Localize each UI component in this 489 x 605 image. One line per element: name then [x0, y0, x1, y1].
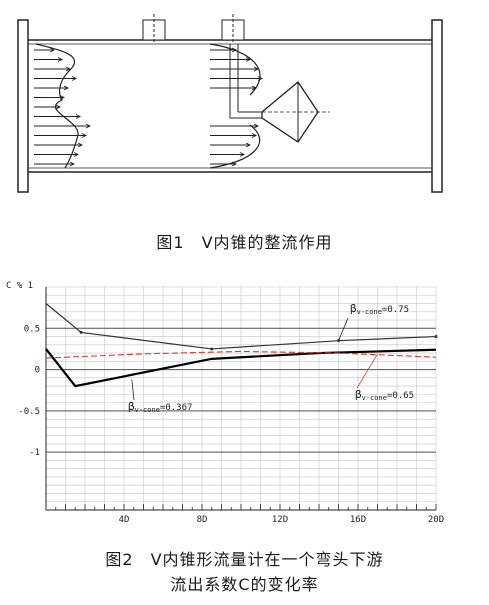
- inlet-velocity-arrows: [34, 47, 92, 167]
- outlet-velocity-arrows: [210, 47, 264, 167]
- left-flange: [17, 19, 29, 193]
- x-tick-label: 4D: [119, 515, 130, 525]
- discharge-coefficient-chart: C % 1 4D 8D 12D 16D 20D 0.5 0 -0.5 -1 βv-cone=0.…: [6, 281, 444, 525]
- chart-annotations: βv-cone=0.75 βv-cone=0.367 βv-cone=0.65: [128, 302, 414, 414]
- data-point: [210, 347, 214, 351]
- conditioned-profile: [209, 43, 261, 169]
- chart-axes: [45, 287, 437, 511]
- data-point: [434, 335, 438, 339]
- series-annotation: βv-cone=0.367: [128, 400, 192, 414]
- chart-tick-labels: 4D 8D 12D 16D 20D 0.5 0 -0.5 -1: [18, 324, 444, 525]
- figure1-caption: 图1 V内锥的整流作用: [156, 233, 333, 252]
- series-line-2: [45, 348, 437, 388]
- figure2-caption-line2: 流出系数C的变化率: [170, 575, 319, 594]
- figure2-caption-line1: 图2 V内锥形流量计在一个弯头下游: [105, 550, 384, 569]
- x-tick-label: 12D: [272, 515, 288, 525]
- annotation-leader: [131, 379, 135, 401]
- v-cone-flow-conditioning-diagram: [17, 14, 443, 193]
- chart-series: [45, 303, 438, 388]
- series-line-3: [45, 350, 437, 359]
- annotation-leader: [338, 317, 349, 341]
- y-tick-label: 0: [35, 366, 40, 376]
- y-tick-label: 0.5: [24, 324, 40, 334]
- x-tick-label: 20D: [428, 515, 444, 525]
- series-annotation: βv-cone=0.75: [350, 302, 409, 316]
- y-axis-label: C % 1: [6, 281, 33, 291]
- right-flange: [431, 19, 443, 193]
- annotation-leader: [356, 353, 378, 389]
- x-tick-label: 8D: [197, 515, 208, 525]
- data-point: [79, 330, 83, 334]
- y-tick-label: -1: [29, 448, 40, 458]
- y-tick-label: -0.5: [18, 407, 40, 417]
- x-tick-label: 16D: [350, 515, 366, 525]
- series-annotation: βv-cone=0.65: [355, 388, 414, 402]
